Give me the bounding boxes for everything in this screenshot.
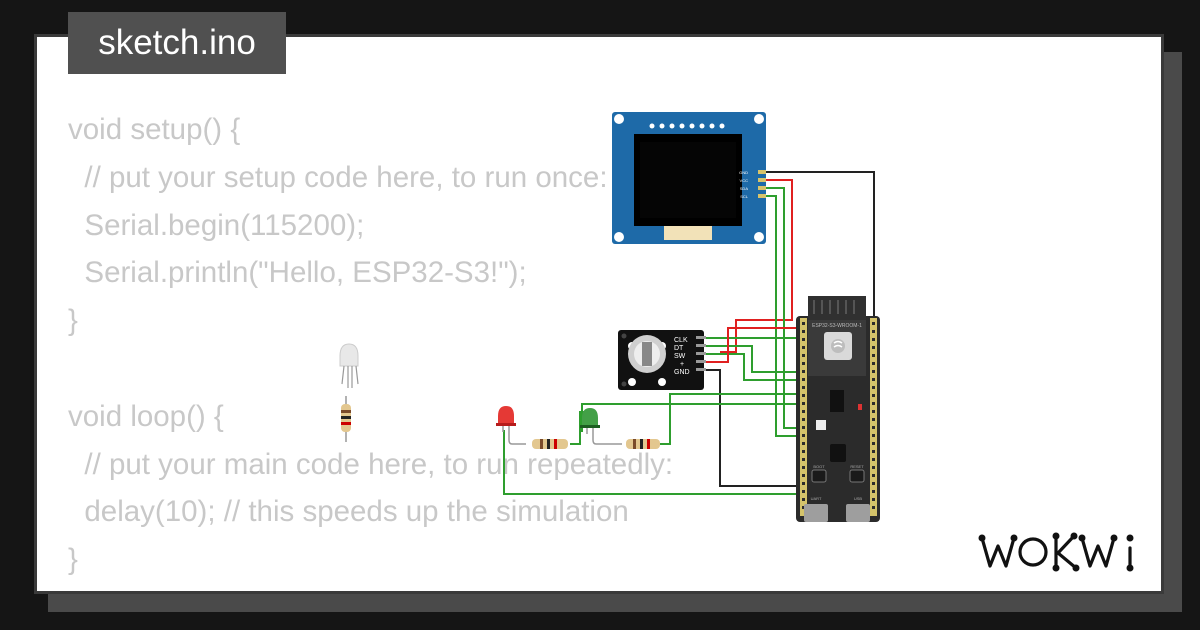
wire-enc-sw (704, 353, 800, 381)
code-line: delay(10); // this speeds up the simulat… (68, 495, 629, 529)
code-line: Serial.begin(115200); (68, 208, 365, 242)
encoder-pin-label: GND (674, 369, 690, 376)
code-line: // put your main code here, to run repea… (68, 447, 674, 481)
wire-oled-sda (764, 187, 800, 429)
oled-pin-label: GND (739, 170, 748, 175)
rgb-led[interactable] (339, 343, 359, 388)
esp32-board[interactable]: ESP32-S3-WROOM-1 (796, 296, 880, 522)
resistor-vertical[interactable] (341, 396, 351, 442)
wire-enc-gnd (704, 369, 800, 487)
file-tab-sketch[interactable]: sketch.ino (68, 12, 286, 74)
wire-res-green (660, 393, 800, 445)
oled-display[interactable]: GND VCC SDA SCL (612, 112, 766, 244)
code-line: } (68, 304, 78, 338)
wire-enc-vcc (704, 327, 800, 363)
oled-pin-label: VCC (740, 178, 749, 183)
preview-card (34, 34, 1164, 594)
uart-port-label: UART (811, 496, 822, 501)
red-led[interactable] (496, 406, 526, 445)
green-led[interactable] (580, 408, 622, 445)
rotary-encoder[interactable]: CLK DT SW + GND (618, 330, 706, 390)
usb-port-label: USB (854, 496, 863, 501)
wire-oled-gnd (764, 171, 875, 318)
wire-oled-scl (764, 195, 800, 437)
wokwi-logo (978, 532, 1134, 572)
oled-pin-label: SCL (740, 194, 749, 199)
code-line: Serial.println("Hello, ESP32-S3!"); (68, 256, 527, 290)
reset-button-label: RESET (850, 464, 864, 469)
code-line: void setup() { (68, 113, 241, 146)
resistor-green-led[interactable] (626, 439, 660, 449)
encoder-pin-label: DT (674, 345, 684, 352)
encoder-pin-label: + (680, 361, 684, 368)
encoder-pin-label: SW (674, 353, 686, 360)
wire-led-red (503, 430, 800, 495)
board-label: ESP32-S3-WROOM-1 (812, 323, 862, 329)
code-editor[interactable]: void setup() { // put your setup code he… (68, 106, 673, 584)
encoder-pin-label: CLK (674, 337, 688, 344)
wire-oled-vcc (720, 179, 793, 353)
code-line: void loop() { (68, 399, 224, 433)
code-line: } (68, 543, 78, 577)
oled-pin-label: SDA (740, 186, 749, 191)
boot-button-label: BOOT (813, 464, 825, 469)
wires (503, 171, 875, 495)
wire-led-green (581, 403, 800, 432)
oled-pins (758, 170, 766, 198)
wire-enc-dt (704, 345, 800, 373)
code-line: // put your setup code here, to run once… (68, 160, 608, 194)
resistor-red-led[interactable] (532, 439, 568, 449)
